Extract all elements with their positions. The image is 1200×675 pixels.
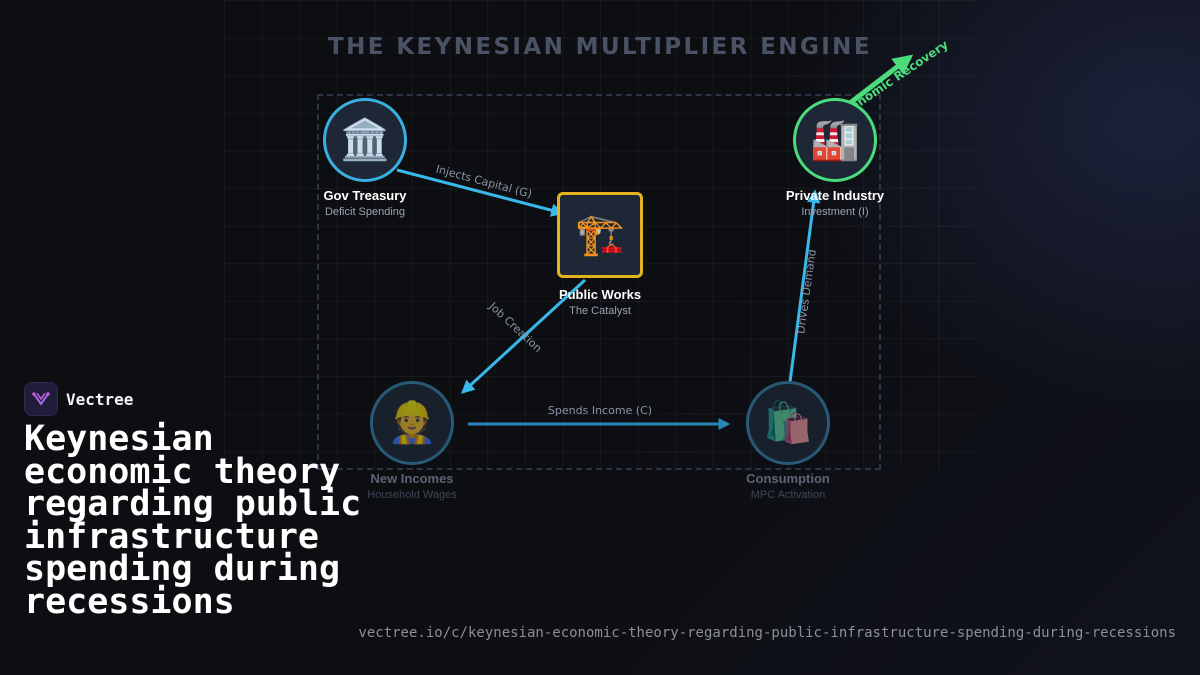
node-name: Public Works bbox=[558, 287, 642, 302]
edge-label-drives-demand: Drives Demand bbox=[794, 248, 819, 334]
node-subtitle: MPC Activation bbox=[750, 489, 826, 501]
node-name: Consumption bbox=[746, 471, 830, 486]
node-name: Gov Treasury bbox=[323, 188, 407, 203]
economy-boundary bbox=[317, 94, 881, 470]
shopping-bags-icon: 🛍️ bbox=[763, 400, 813, 446]
classical-building-icon: 🏛️ bbox=[340, 117, 390, 163]
consumption-circle: 🛍️ bbox=[746, 381, 830, 465]
page-url[interactable]: vectree.io/c/keynesian-economic-theory-r… bbox=[358, 625, 1176, 641]
node-name: New Incomes bbox=[370, 471, 454, 486]
edge-economic-recovery bbox=[848, 54, 914, 105]
industry-circle: 🏭 bbox=[793, 98, 877, 182]
node-subtitle: Investment (I) bbox=[801, 206, 869, 218]
vectree-logo-icon bbox=[24, 382, 58, 416]
node-public-works: 🏗️ Public Works The Catalyst bbox=[540, 192, 660, 317]
node-subtitle: Deficit Spending bbox=[324, 206, 406, 218]
incomes-circle: 👷 bbox=[370, 381, 454, 465]
node-subtitle: Household Wages bbox=[367, 489, 457, 501]
construction-worker-icon: 👷 bbox=[387, 400, 437, 446]
brand[interactable]: Vectree bbox=[24, 382, 133, 416]
factory-icon: 🏭 bbox=[810, 117, 860, 163]
treasury-circle: 🏛️ bbox=[323, 98, 407, 182]
edge-label-injects-capital: Injects Capital (G) bbox=[435, 163, 534, 201]
node-name: Private Industry bbox=[785, 188, 885, 203]
edge-job-creation bbox=[461, 278, 587, 394]
node-private-industry: 🏭 Private Industry Investment (I) bbox=[775, 98, 895, 218]
construction-crane-icon: 🏗️ bbox=[575, 212, 625, 258]
edge-drives-demand bbox=[788, 189, 821, 383]
page-headline: Keynesian economic theory regarding publ… bbox=[24, 419, 362, 622]
public-works-box: 🏗️ bbox=[557, 192, 643, 278]
node-new-incomes: 👷 New Incomes Household Wages bbox=[352, 381, 472, 501]
node-consumption: 🛍️ Consumption MPC Activation bbox=[728, 381, 848, 501]
edge-injects-capital bbox=[396, 168, 565, 217]
node-subtitle: The Catalyst bbox=[569, 305, 631, 317]
edge-label-spends-income: Spends Income (C) bbox=[548, 404, 652, 417]
node-gov-treasury: 🏛️ Gov Treasury Deficit Spending bbox=[305, 98, 425, 218]
diagram-title: THE KEYNESIAN MULTIPLIER ENGINE bbox=[328, 34, 872, 60]
brand-name: Vectree bbox=[66, 389, 134, 409]
